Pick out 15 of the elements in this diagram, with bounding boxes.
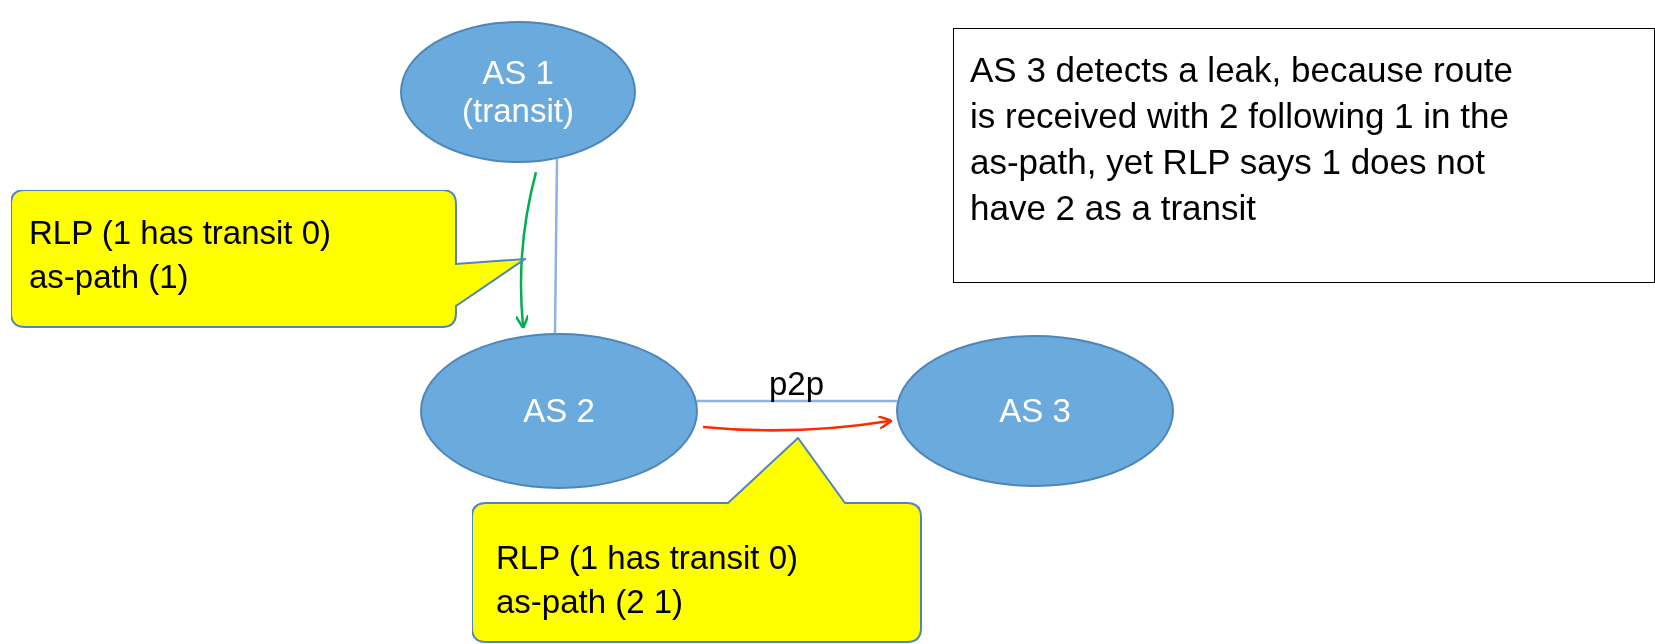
node-label: AS 3 (999, 392, 1071, 430)
callout-text: RLP (1 has transit 0) (496, 538, 799, 578)
arrow (514, 171, 538, 330)
note-box (953, 28, 1655, 283)
edge-label: p2p (768, 365, 826, 403)
callout-text: as-path (2 1) (496, 582, 684, 622)
callout-bubble (11, 190, 526, 328)
callout-text: RLP (1 has transit 0) (29, 213, 332, 253)
node-label: AS 2 (523, 392, 595, 430)
node-label: AS 1 (transit) (461, 54, 575, 130)
link-line (696, 399, 898, 403)
callout-bubble (472, 437, 922, 643)
arrow (702, 415, 893, 432)
callout-text: as-path (1) (29, 257, 189, 297)
note-text: AS 3 detects a leak, because route is received with 2 following 1 in the as-path, yet RLP says 1 does not have 2 as a transit (970, 49, 1514, 229)
